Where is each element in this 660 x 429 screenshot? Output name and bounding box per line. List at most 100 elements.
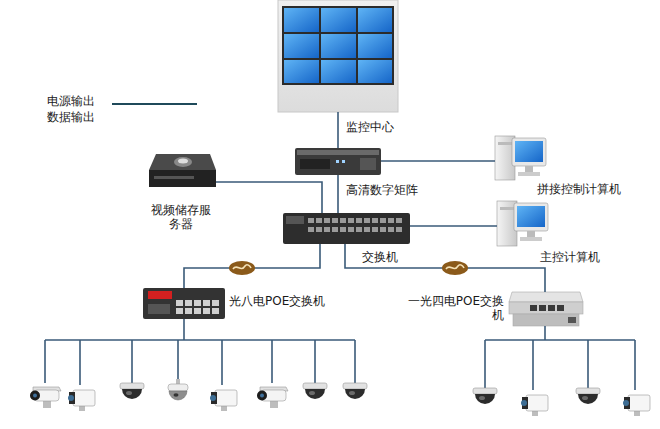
cameras-part [120,383,144,399]
matrix-device-part [295,148,381,175]
cameras-part [473,388,497,404]
splice-computer-part [515,141,543,162]
camera-wiring-part [221,340,223,385]
network-link [345,244,545,292]
core-switch-part-part [380,227,386,232]
cameras-part [303,383,327,399]
device-label: 拼接控制计算机 [537,182,621,196]
poe-switch-8-part-part [176,300,183,306]
storage-server-part [149,154,216,170]
camera-wiring-part [44,340,46,383]
core-switch-part-part [356,218,362,223]
main-computer-part [517,206,545,227]
camera-wiring-part [532,340,534,390]
poe-switch-4-part [509,302,583,314]
main-computer-part [527,231,535,237]
network-link [337,175,339,213]
core-switch-part-part [308,227,314,232]
cameras [30,379,650,416]
camera-wiring-part [183,319,185,340]
video-wall-part [321,8,356,32]
legend-text: 数据输出 [47,110,95,124]
storage-server-part [174,157,192,167]
matrix-node: 高清数字矩阵 [295,148,381,175]
device-label: 交换机 [362,250,398,264]
device-label: 高清数字矩阵 [346,183,418,197]
fiber-icon-part [442,261,468,275]
poe-switch-4-part-part [539,305,546,311]
video-wall-part [321,60,356,83]
device-label: 监控中心 [346,120,394,134]
core-switch-part [283,213,410,244]
storage-server-part [149,170,216,187]
poe-switch-8-part-part [212,308,219,314]
storage-server-part [154,176,194,179]
computer-node: 拼接控制计算机 [495,134,547,180]
core-switch-part-part [348,227,354,232]
fiber-icon [229,261,255,275]
poe-switch-4-part-part [530,305,537,311]
video-wall-part [358,60,392,83]
splice-computer-part [498,142,512,145]
camera-wiring-part [544,326,546,340]
core-switch-part-part [316,227,322,232]
core-switch-part-part [308,218,314,223]
cameras-part [30,387,61,408]
poe-switch-4-part-part [548,305,555,311]
poe-switch-4-part [509,292,583,302]
core-switch-part [286,216,304,224]
network-link [381,160,495,162]
legend-line-part [112,103,197,105]
core-switch-part-part [388,227,394,232]
poe-switch-8-part-part [194,308,201,314]
main-computer [497,201,548,246]
poe-switch-8-part-part [185,300,192,306]
camera-wiring-part [314,340,316,383]
network-link [184,244,320,288]
camera-wiring-part [177,340,179,379]
core-switch-part-part [372,218,378,223]
fiber-icon-part [229,261,255,275]
poe-switch-node: 一光四电POE交换机 [509,292,583,326]
camera-wiring-part [354,340,356,383]
video-wall-part [284,8,319,32]
poe-switch-8-part [143,288,225,319]
poe-switch-8-part-part [194,300,201,306]
storage-server-part [178,159,188,164]
poe-switch-8-part-part [203,308,210,314]
video-wall [278,0,398,112]
video-wall-part [321,34,356,58]
cameras-part [210,390,237,411]
device-label: 视频储存服务器 [150,203,212,231]
matrix-device-part [360,158,376,170]
video-wall-part [284,60,319,83]
core-switch-part-part [340,218,346,223]
video-wall-part [358,8,392,32]
core-switch-part-part [388,218,394,223]
poe-switch-4 [509,292,583,326]
core-switch-part-part [396,218,402,223]
poe-switch-4-part [568,317,576,323]
device-label: 主控计算机 [540,250,600,264]
core-switch-part-part [324,218,330,223]
video-wall-part [284,34,319,58]
poe-switch-8-part [148,291,172,299]
core-switch-part-part [364,218,370,223]
camera-wiring-part [45,339,355,341]
legend-entry: 数据输出 [47,106,95,125]
poe-switch-8-part-part [212,300,219,306]
main-computer-part [500,207,514,210]
network-link [216,182,322,213]
poe-switch-8-part-part [185,308,192,314]
cameras-part [343,383,367,399]
splice-computer-part [525,166,533,172]
poe-switch-8-part-part [203,300,210,306]
legend-line [112,104,197,105]
device-label: 一光四电POE交换机 [406,294,504,322]
core-switch-part-part [356,227,362,232]
video-wall-node: 监控中心 [278,0,398,112]
poe-switch-node: 光八电POE交换机 [143,288,225,319]
core-switch-part-part [396,227,402,232]
